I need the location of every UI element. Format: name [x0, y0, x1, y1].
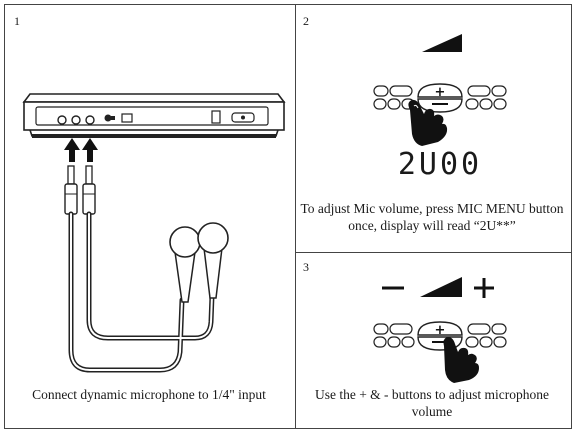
plus-button-icon: + — [417, 321, 463, 338]
button-cluster — [373, 323, 507, 348]
panel-2-caption: To adjust Mic volume, press MIC MENU but… — [300, 201, 564, 233]
pressing-hand-icon — [443, 337, 479, 383]
plug-icon — [64, 165, 96, 215]
volume-ramp-icon — [422, 34, 462, 52]
arrow-up-icon — [64, 138, 98, 162]
divider-vertical — [295, 5, 296, 428]
device-body — [22, 93, 286, 138]
panel-2-number: 2 — [303, 14, 309, 28]
lcd-display-text: 2U00 — [397, 147, 483, 182]
microphone-icon — [169, 222, 229, 303]
instruction-frame — [4, 4, 572, 429]
plus-button-icon: + — [417, 83, 463, 100]
input-jacks — [57, 110, 255, 125]
panel-1-illustration — [22, 93, 286, 373]
svg-text:+: + — [435, 85, 446, 100]
divider-horizontal — [295, 252, 572, 253]
panel-3-number: 3 — [303, 260, 309, 274]
volume-ramp-icon — [420, 277, 462, 297]
panel-1-number: 1 — [14, 14, 20, 28]
lcd-display: 2U00 — [390, 150, 490, 180]
plus-sign-icon — [474, 278, 494, 298]
panel-1-caption: Connect dynamic microphone to 1/4" input — [32, 387, 266, 402]
button-cluster — [373, 85, 507, 110]
svg-text:+: + — [435, 323, 446, 338]
panel-3-caption: Use the + & - buttons to adjust micropho… — [314, 387, 550, 419]
pressing-hand-icon — [408, 99, 448, 146]
minus-button-icon — [417, 98, 463, 113]
panel-2-illustration: + — [373, 34, 507, 146]
panel-3-illustration: + — [373, 277, 507, 383]
